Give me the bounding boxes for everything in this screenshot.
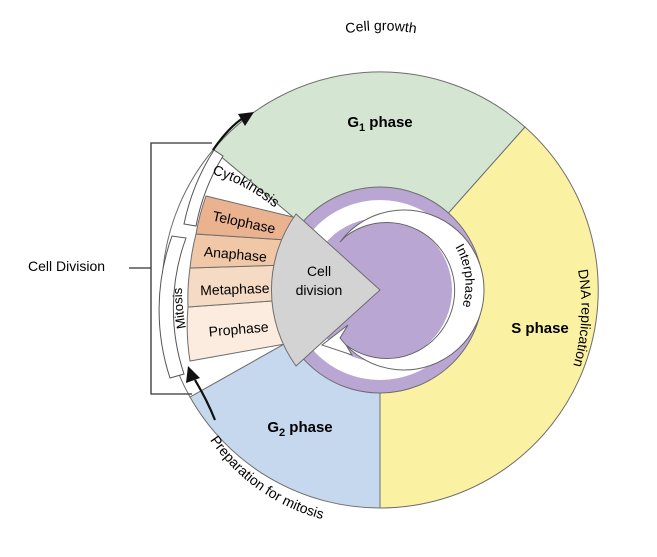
cell-division-label: Cell — [307, 263, 331, 279]
top-arrow-head — [238, 112, 254, 126]
telophase-band — [195, 195, 298, 241]
cytokinesis-bracket — [183, 149, 224, 227]
cell-division-wedge — [270, 213, 381, 367]
cell-growth-label: Cell growth — [344, 17, 418, 36]
cell-division-label-line2: division — [296, 282, 343, 298]
anaphase-label: Anaphase — [203, 243, 267, 264]
s-phase-label: S phase — [511, 320, 569, 337]
bottom-arrow-head — [186, 366, 200, 383]
mitosis-band-outline — [158, 235, 187, 379]
s-phase-sector — [379, 126, 599, 509]
metaphase-label: Metaphase — [200, 280, 270, 298]
g1-phase-label: G1 phase — [347, 114, 412, 134]
bottom-arrow — [194, 379, 217, 421]
g2-phase-label: G2 phase — [267, 419, 332, 439]
mitosis-label: Mitosis — [170, 287, 189, 330]
interphase-cycle-arrow — [320, 209, 485, 371]
prophase-label: Prophase — [208, 318, 269, 339]
cell-division-side-label: Cell Division — [28, 258, 106, 274]
top-arrow — [212, 117, 244, 151]
